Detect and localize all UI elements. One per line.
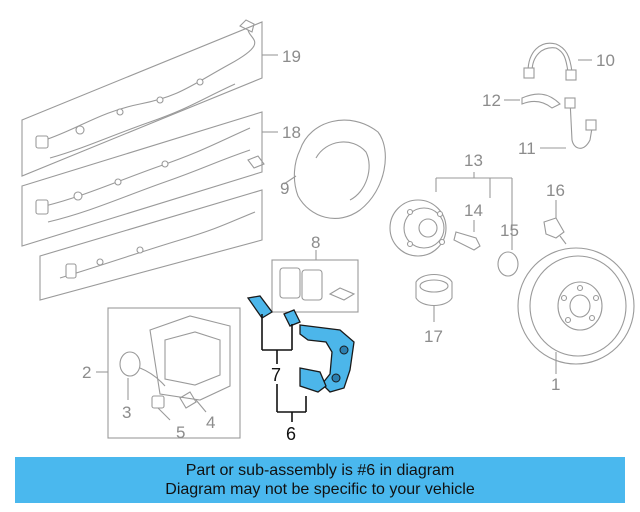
callout-19: 19 — [282, 47, 301, 66]
caliper-panel-2 — [96, 307, 241, 439]
banner-line-disclaimer: Diagram may not be specific to your vehi… — [165, 481, 475, 498]
callout-16: 16 — [546, 181, 565, 200]
callout-8: 8 — [311, 233, 320, 252]
callout-14: 14 — [464, 201, 483, 220]
brake-hose-parts-10-12 — [504, 42, 597, 149]
brake-pads-panel-8 — [271, 250, 359, 313]
sensor-wire-panel-18 — [21, 111, 278, 247]
brake-rotor-part-1 — [517, 247, 635, 374]
callout-6: 6 — [286, 424, 296, 444]
banner-line-part-number: Part or sub-assembly is #6 in diagram — [185, 462, 455, 479]
callout-1: 1 — [551, 375, 560, 394]
sensor-wire-panel-19 — [21, 19, 278, 177]
callout-12: 12 — [482, 91, 501, 110]
parts-diagram: 19 18 10 12 11 13 16 9 14 15 8 17 2 1 3 … — [21, 19, 635, 444]
callout-13: 13 — [464, 151, 483, 170]
cap-part-17 — [415, 273, 453, 322]
callout-2: 2 — [82, 363, 91, 382]
callout-18: 18 — [282, 123, 301, 142]
callout-3: 3 — [122, 403, 131, 422]
callout-5: 5 — [176, 423, 185, 442]
highlight-leaders — [261, 314, 307, 422]
caliper-carrier-part-6 — [299, 324, 355, 393]
callout-15: 15 — [500, 221, 519, 240]
callout-10: 10 — [596, 51, 615, 70]
callout-4: 4 — [206, 413, 215, 432]
callout-9: 9 — [280, 179, 289, 198]
abs-sensor-part-16 — [543, 200, 567, 245]
sensor-wire-panel-lower — [39, 189, 263, 301]
callout-11: 11 — [518, 139, 536, 158]
callout-17: 17 — [424, 327, 443, 346]
callout-7: 7 — [271, 365, 281, 385]
info-banner: Part or sub-assembly is #6 in diagram Di… — [15, 457, 625, 503]
dust-shield-part-9 — [283, 119, 386, 219]
guide-pins-part-7 — [246, 295, 301, 327]
hub-parts-13-15 — [389, 172, 519, 277]
